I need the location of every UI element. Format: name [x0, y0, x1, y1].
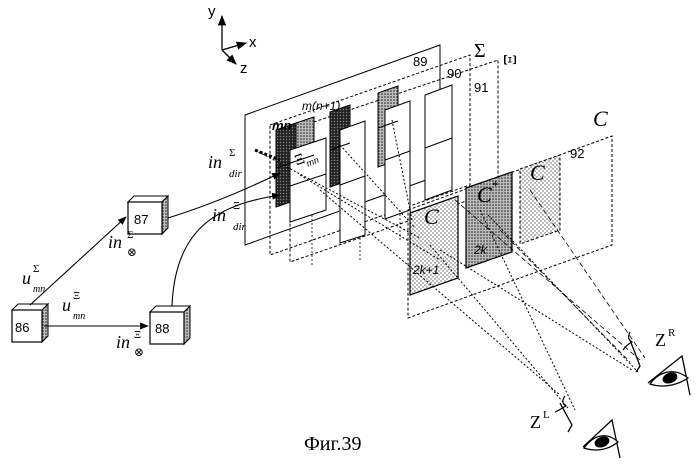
svg-text:Σ: Σ	[229, 147, 235, 159]
figure-caption: Фиг.39	[304, 433, 361, 455]
svg-text:dir: dir	[229, 168, 243, 180]
label-in-xi-x: in Ξ ⊗	[116, 329, 144, 359]
pixel-label-mn: mn	[272, 118, 292, 133]
label-viewer-left: Z L	[530, 409, 550, 432]
svg-text:⊗: ⊗	[127, 245, 137, 259]
cell-label-1: C	[424, 204, 439, 229]
block-87-label: 87	[134, 212, 148, 227]
block-88-label: 88	[155, 321, 169, 336]
label-in-sigma-x: in Σ ⊗	[108, 229, 137, 259]
svg-text:Σ: Σ	[127, 229, 133, 241]
svg-text:L: L	[543, 409, 550, 421]
eye-left-icon	[560, 403, 620, 458]
plane-xi-label: Ξ	[500, 54, 520, 66]
svg-text:Σ: Σ	[33, 263, 39, 275]
svg-text:Z: Z	[655, 330, 666, 350]
block-86-label: 86	[15, 320, 29, 335]
cell-index-2k: 2k	[473, 243, 488, 257]
svg-text:in: in	[212, 205, 226, 225]
svg-text:Ξ: Ξ	[134, 329, 141, 341]
coordinate-axes	[222, 16, 246, 64]
axis-z-label: z	[240, 60, 248, 77]
plane-c-label: C	[593, 106, 608, 131]
label-viewer-right: Z R	[655, 327, 676, 350]
pixel-col3-white	[385, 101, 410, 219]
brace-right	[623, 332, 632, 350]
svg-text:Ξ: Ξ	[233, 200, 240, 212]
svg-text:mn: mn	[33, 284, 45, 295]
cell-index-2k-plus-1: 2k+1	[412, 263, 439, 277]
cell-label-2: C	[477, 182, 492, 207]
plane-sigma-label: Σ	[474, 40, 486, 62]
cell-label-2-star: *	[492, 178, 499, 193]
pixel-label-mn1: m(n+1)	[302, 99, 340, 113]
svg-text:Z: Z	[530, 412, 541, 432]
svg-text:in: in	[208, 152, 222, 172]
svg-text:in: in	[108, 232, 122, 252]
svg-text:u: u	[62, 295, 71, 315]
label-in-xi-dir: in Ξ dir	[212, 200, 247, 233]
cell-label-3: C	[530, 160, 545, 185]
panel-number-89: 89	[413, 54, 427, 69]
svg-text:dir: dir	[233, 221, 247, 233]
svg-text:R: R	[668, 327, 676, 339]
svg-text:⊗: ⊗	[134, 345, 144, 359]
panel-number-91: 91	[474, 80, 488, 95]
label-u-xi: u Ξ mn	[62, 290, 85, 322]
svg-text:in: in	[116, 332, 130, 352]
axis-x-label: x	[249, 34, 257, 51]
label-in-sigma-dir: in Σ dir	[208, 147, 243, 180]
svg-text:mn: mn	[73, 311, 85, 322]
axis-y-label: y	[208, 3, 216, 20]
panel-number-92: 92	[570, 146, 584, 161]
label-u-sigma: u Σ mn	[22, 263, 45, 295]
svg-text:u: u	[22, 268, 31, 288]
panel-number-90: 90	[447, 66, 461, 81]
svg-text:Ξ: Ξ	[73, 290, 80, 302]
